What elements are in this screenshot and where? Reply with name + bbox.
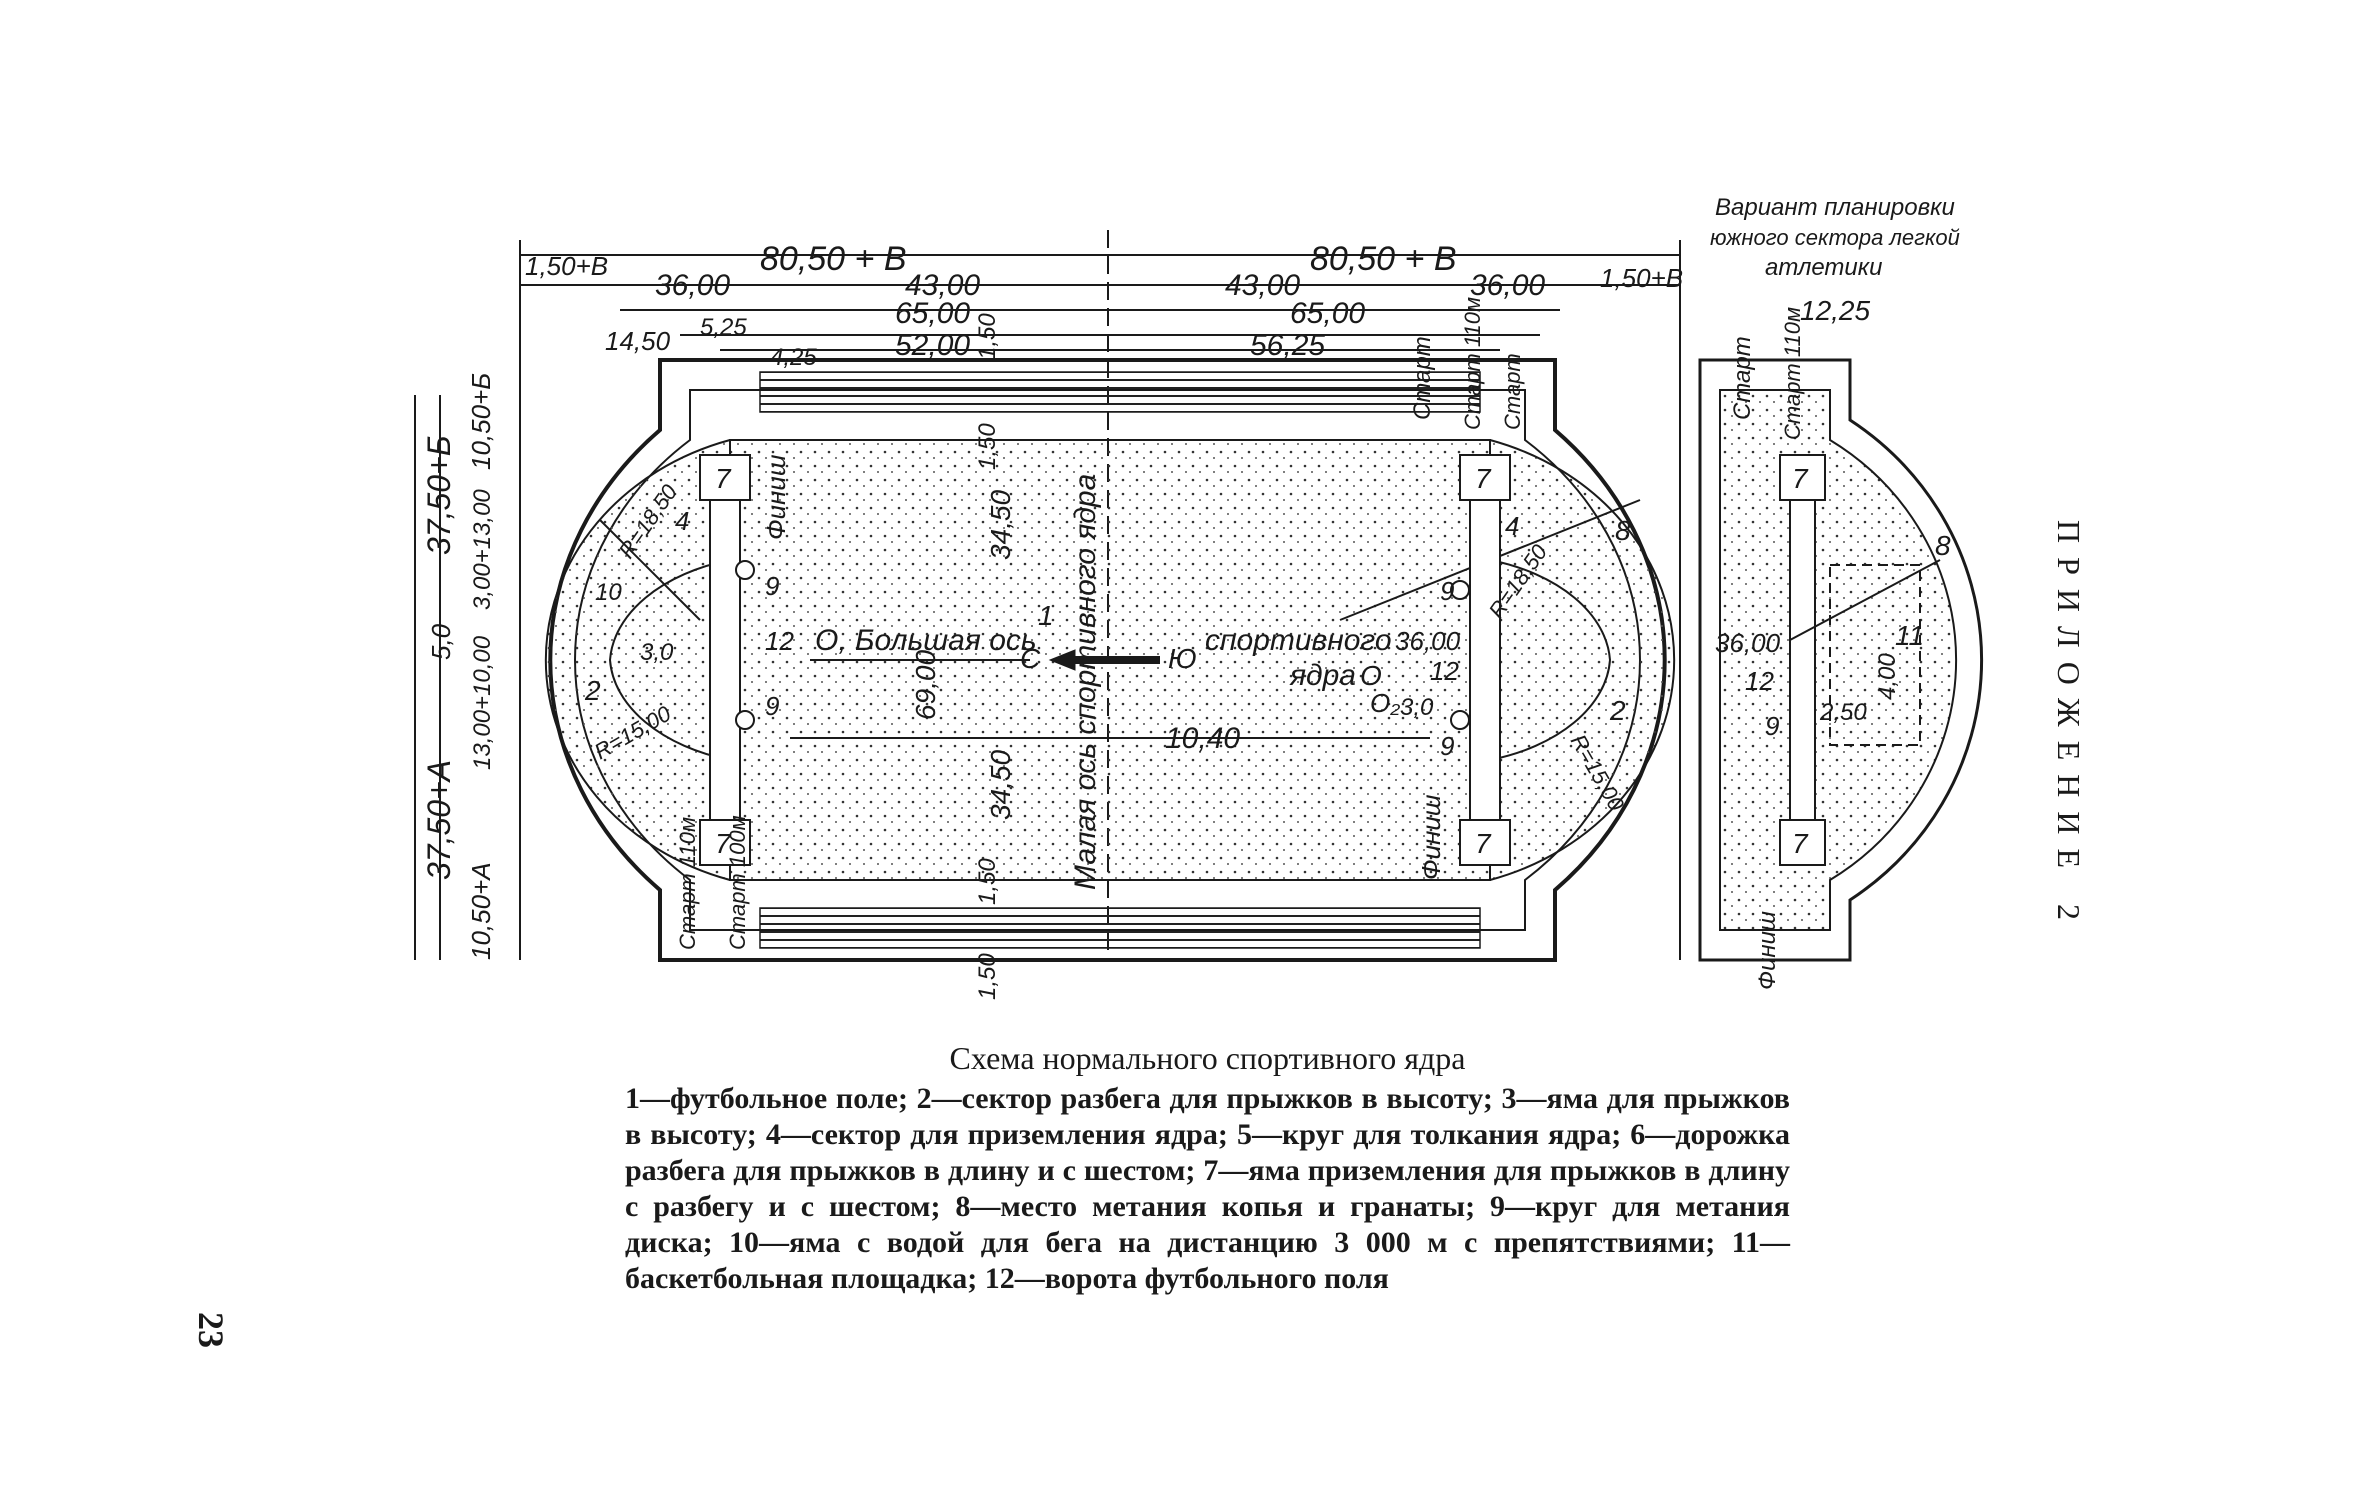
caption-legend: 1—футбольное поле; 2—сектор разбега для … (625, 1082, 1790, 1295)
dim-65-right: 65,00 (1290, 297, 1365, 330)
label-north: С (1020, 643, 1041, 674)
runways (699, 454, 1511, 866)
dim-43-left: 43,00 (905, 269, 980, 302)
marker-4-right: 4 (1505, 511, 1519, 541)
marker-8-variant: 8 (1935, 530, 1951, 561)
marker-7-variant-bottom: 7 (1792, 828, 1809, 859)
dim-1225: 12,25 (1800, 295, 1870, 326)
marker-7-variant-top: 7 (1792, 463, 1809, 494)
label-sport: спортивного (1205, 624, 1392, 657)
marker-7-right-top: 7 (1475, 463, 1492, 494)
label-south: Ю (1168, 643, 1197, 674)
label-big-axis: О, Большая ось (815, 624, 1037, 657)
label-small-axis: Малая ось спортивного ядра (1069, 474, 1102, 890)
label-finish-right: Финиш (1416, 794, 1446, 880)
appendix-label: ПРИЛОЖЕНИЕ 2 (2051, 520, 2087, 935)
dim-1450: 14,50 (605, 326, 671, 356)
label-start-right-1: Старт (1409, 336, 1436, 420)
marker-9-variant: 9 (1765, 711, 1779, 741)
dim-52: 52,00 (895, 329, 970, 362)
marker-8-right: 8 (1615, 515, 1631, 546)
page-number: 23 (191, 1312, 231, 1348)
marker-2-right: 2 (1609, 695, 1626, 726)
label-start-110-left: Старт 110м (675, 817, 700, 950)
label-start-100-left: Старт 100м (725, 815, 750, 950)
label-o: О (1360, 660, 1382, 691)
dim-65-left: 65,00 (895, 297, 970, 330)
label-start-110-right: Старт 110м (1460, 297, 1485, 430)
north-south-arrow (790, 649, 1430, 739)
dim-150-bottom2: 1,50 (974, 953, 1001, 1000)
dim-3450-bottom: 34,50 (985, 750, 1016, 820)
marker-10-left: 10 (595, 579, 622, 606)
variant-note-line-3: атлетики (1765, 254, 1882, 281)
dim-1040: 10,40 (1165, 722, 1240, 755)
variant-plan (1698, 358, 1984, 962)
figure-caption: Схема нормального спортивного ядра 1—фут… (625, 1040, 1790, 1297)
dim-50: 5,0 (426, 623, 456, 660)
top-dimension-lines (414, 230, 1681, 960)
marker-9-right-2: 9 (1440, 731, 1454, 761)
dim-half-right: 80,50 + В (1310, 240, 1457, 278)
dim-left-bottom2: 10,50+А (466, 862, 496, 960)
dim-36-right: 36,00 (1470, 269, 1545, 302)
dim-30-left: 3,0 (640, 639, 674, 666)
label-o2: О₂ (1370, 688, 1400, 718)
dim-edge-right: 1,50+В (1600, 263, 1683, 293)
dim-left-top2: 10,50+Б (466, 373, 496, 470)
label-start-variant-1: Старт (1729, 336, 1756, 420)
dim-400-variant: 4,00 (1874, 653, 1901, 700)
marker-9-left-2: 9 (765, 691, 779, 721)
label-one: 1 (1038, 600, 1054, 631)
label-core: ядра (1289, 659, 1356, 692)
dim-3600-main: 36,00 (1395, 626, 1461, 656)
marker-11-variant: 11 (1895, 620, 1924, 651)
dim-150-top2: 1,50 (974, 423, 1001, 470)
dim-edge-left: 1,50+В (525, 251, 608, 281)
marker-9-left-1: 9 (765, 571, 779, 601)
marker-7-left-bottom: 7 (715, 828, 732, 859)
marker-2-left: 2 (584, 675, 601, 706)
dim-half-left: 80,50 + В (760, 240, 907, 278)
marker-12-left: 12 (765, 626, 794, 656)
dim-3450-top: 34,50 (985, 490, 1016, 560)
dim-left-bottom: 37,50+А (421, 760, 457, 880)
dim-5625: 56,25 (1250, 329, 1325, 362)
label-start-110-variant: Старт 110м (1780, 307, 1805, 440)
dim-left-top: 37,50+Б (421, 435, 457, 555)
variant-note-line-1: Вариант планировки (1715, 194, 1955, 221)
dim-left-mid1: 3,00+13,00 (469, 489, 496, 610)
dim-43-right: 43,00 (1225, 269, 1300, 302)
marker-7-left-top: 7 (715, 463, 732, 494)
marker-12-variant: 12 (1745, 666, 1774, 696)
marker-4-left: 4 (675, 506, 689, 536)
dim-30-right: 3,0 (1400, 694, 1434, 721)
label-finish-left: Финиш (761, 454, 791, 540)
dim-525: 5,25 (700, 314, 747, 341)
marker-12-right: 12 (1430, 656, 1459, 686)
dim-6900: 69,00 (910, 650, 941, 720)
label-start-right-2: Старт (1500, 353, 1525, 430)
dim-36-left: 36,00 (655, 269, 730, 302)
caption-title: Схема нормального спортивного ядра (949, 1040, 1466, 1076)
dim-425: 4,25 (770, 344, 817, 371)
dim-250-variant: 2,50 (1819, 699, 1867, 726)
label-finish-variant: Финиш (1754, 911, 1781, 990)
dim-left-mid2: 13,00+10,00 (469, 635, 496, 770)
dim-3600-variant: 36,00 (1715, 628, 1781, 658)
dim-150-top: 1,50 (974, 313, 1001, 360)
marker-7-right-bottom: 7 (1475, 828, 1492, 859)
dim-150-bottom: 1,50 (974, 858, 1001, 905)
variant-note-line-2: южного сектора легкой (1710, 225, 1960, 250)
marker-9-right-1: 9 (1440, 576, 1454, 606)
